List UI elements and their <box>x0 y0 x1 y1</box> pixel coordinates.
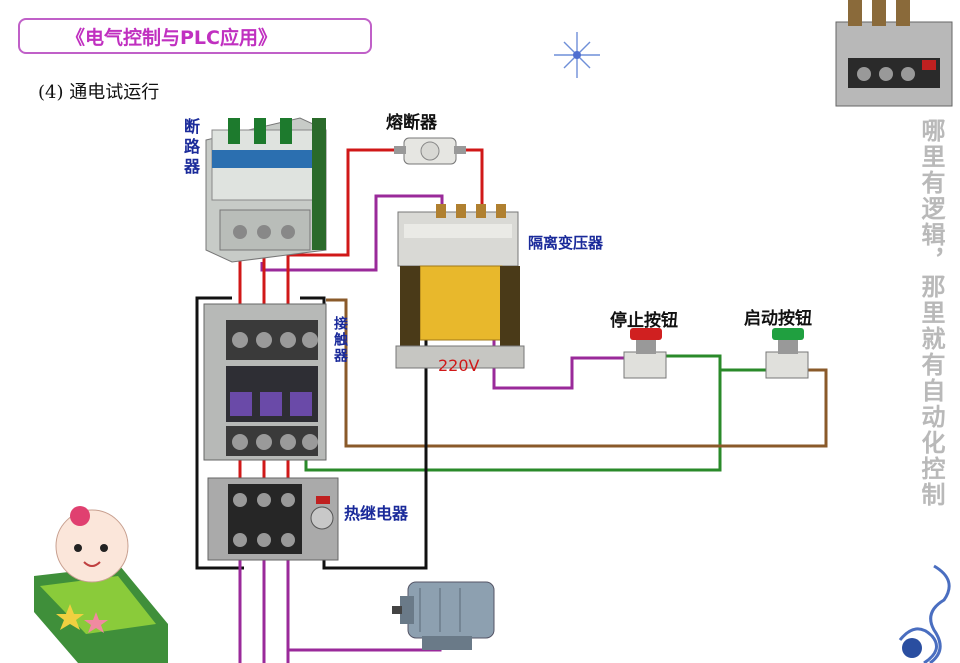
stop-button-label: 停止按钮 <box>610 311 678 331</box>
transformer-label: 隔离变压器 <box>528 234 604 252</box>
sparkle-icon <box>554 32 600 78</box>
wire-purple-transformer <box>260 194 444 272</box>
breaker-label: 断路器 <box>181 118 200 178</box>
page-title: 《电气控制与PLC应用》 <box>66 26 277 49</box>
wire-purple-stop <box>492 258 624 390</box>
wire-black-left <box>195 296 244 570</box>
wire-green-buttons <box>664 354 766 372</box>
stop-button <box>623 328 667 379</box>
swirl-decoration <box>898 564 951 663</box>
thermal-relay <box>207 477 339 561</box>
start-button <box>765 328 809 379</box>
section-heading: (4) 通电试运行 <box>38 82 160 103</box>
overload-relay-photo <box>835 0 953 107</box>
contactor-label: 接触器 <box>332 316 348 364</box>
isolation-transformer <box>395 204 525 369</box>
sidebar-slogan: 哪里有逻辑，那里就有自动化控制 <box>917 118 945 508</box>
title-box: 《电气控制与PLC应用》 <box>18 18 372 54</box>
wire-red-fuse-out <box>452 148 484 212</box>
thermal-relay-label: 热继电器 <box>344 504 409 523</box>
wire-brown <box>326 298 828 448</box>
circuit-breaker <box>205 117 327 263</box>
fuse <box>394 137 466 165</box>
cartoon-decoration <box>34 506 168 663</box>
start-button-label: 启动按钮 <box>744 309 812 329</box>
contactor <box>203 303 327 461</box>
voltage-label: 220V <box>438 356 480 375</box>
fuse-label: 熔断器 <box>386 113 437 133</box>
wire-green-return <box>304 370 722 472</box>
motor <box>392 581 495 650</box>
